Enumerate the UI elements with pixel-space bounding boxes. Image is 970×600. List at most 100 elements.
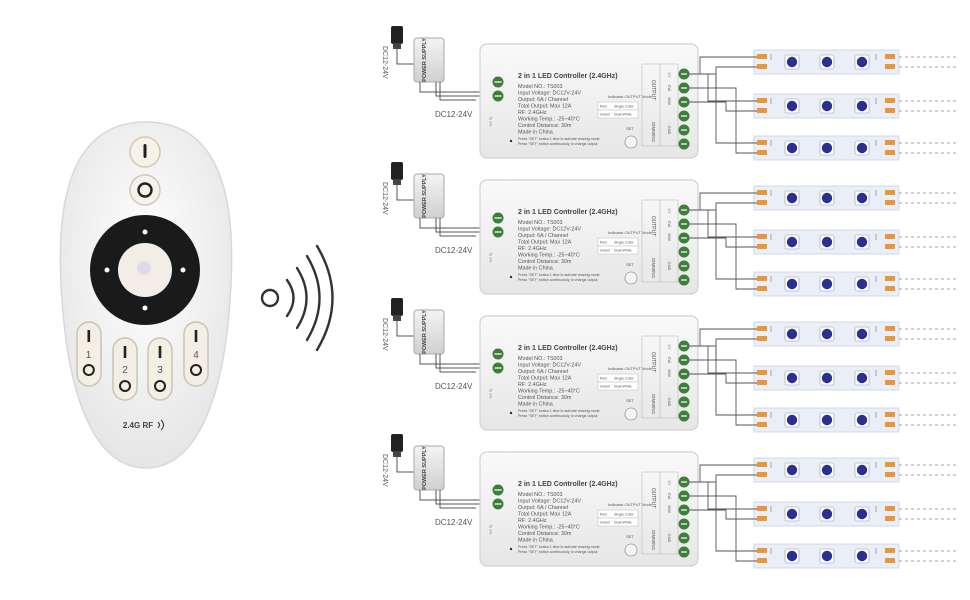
note-line: Press "SET" button 1 time to activate sh… xyxy=(518,545,600,549)
output-label: OUTPUT xyxy=(650,80,656,101)
controller-title: 2 in 1 LED Controller (2.4GHz) xyxy=(518,481,618,488)
remote-control: 1 2 3 4 2.4G RF xyxy=(59,121,233,469)
power-label: DC12-24V xyxy=(381,454,388,487)
set-button[interactable] xyxy=(624,271,638,285)
led-strip xyxy=(753,135,958,161)
spec-line: Output: 6A / Channel xyxy=(518,505,568,511)
off-button[interactable] xyxy=(129,174,161,206)
controller-row: DC12-24V POWER SUPPLY DC12-24V V+ V- 2 in 1 … xyxy=(381,434,958,569)
rf-wave-icon xyxy=(157,419,164,431)
brightness-touch-ring[interactable] xyxy=(90,215,200,325)
mode-color: Red xyxy=(600,105,607,109)
spec-line: Input Voltage: DC12V-24V xyxy=(518,363,581,369)
controller-title: 2 in 1 LED Controller (2.4GHz) xyxy=(518,73,618,80)
dc-label: DC12-24V xyxy=(435,518,473,527)
mode-color: Green xyxy=(600,249,610,253)
spec-line: Total Output: Max 12A xyxy=(518,376,572,382)
terminal-label: WW xyxy=(667,97,672,105)
mode-color: Green xyxy=(600,521,610,525)
power-plug-icon xyxy=(391,162,403,185)
gnd-label: GND xyxy=(667,262,672,271)
terminal-label: CW xyxy=(667,85,672,92)
spec-line: Control Distance: 30m xyxy=(518,123,572,129)
power-supply: POWER SUPPLY xyxy=(413,309,445,355)
spec-line: Made in China xyxy=(518,538,553,544)
spec-line: Control Distance: 30m xyxy=(518,395,572,401)
led-strip xyxy=(753,321,958,347)
dimming-label: DIMMING xyxy=(651,122,656,142)
gnd-label: GND xyxy=(667,534,672,543)
spec-line: Output: 6A / Channel xyxy=(518,233,568,239)
led-strip xyxy=(753,185,958,211)
input-label: V+ V- xyxy=(488,251,493,262)
input-label: V+ V- xyxy=(488,387,493,398)
zone-button-1[interactable]: 1 xyxy=(76,321,102,387)
mode-color: Red xyxy=(600,241,607,245)
led-controller: V+ V-2 in 1 LED Controller (2.4GHz)Model… xyxy=(479,43,699,159)
zone-button-3[interactable]: 3 xyxy=(147,337,173,401)
zone-button-2[interactable]: 2 xyxy=(112,337,138,401)
power-plug-icon xyxy=(391,434,403,457)
mode-label: Single Color xyxy=(614,513,634,517)
mode-color: Red xyxy=(600,377,607,381)
power-supply-label: POWER SUPPLY xyxy=(422,446,428,490)
dimming-label: DIMMING xyxy=(651,394,656,414)
led-strip xyxy=(753,93,958,119)
power-supply: POWER SUPPLY xyxy=(413,173,445,219)
mode-label: Dual White xyxy=(614,385,632,389)
on-button[interactable] xyxy=(129,136,161,168)
spec-line: Model NO.: TS003 xyxy=(518,356,563,362)
set-label: SET xyxy=(626,534,634,539)
mode-label: Single Color xyxy=(614,105,634,109)
mode-label: Dual White xyxy=(614,521,632,525)
mode-title: Indicator OUTPUT Mode xyxy=(608,366,653,371)
set-label: SET xyxy=(626,126,634,131)
power-plug-icon xyxy=(391,298,403,321)
output-label: OUTPUT xyxy=(650,352,656,373)
zone-label-3: 3 xyxy=(157,365,163,376)
mode-title: Indicator OUTPUT Mode xyxy=(608,94,653,99)
power-supply-label: POWER SUPPLY xyxy=(422,38,428,82)
set-label: SET xyxy=(626,398,634,403)
input-label: V+ V- xyxy=(488,523,493,534)
terminal-label: V+ xyxy=(667,208,672,214)
spec-line: Working Temp.: -25~40°C xyxy=(518,253,580,259)
gnd-label: GND xyxy=(667,398,672,407)
rf-label: 2.4G RF xyxy=(123,421,153,430)
terminal-label: WW xyxy=(667,233,672,241)
spec-line: Control Distance: 30m xyxy=(518,259,572,265)
mode-title: Indicator OUTPUT Mode xyxy=(608,502,653,507)
terminal-label: CW xyxy=(667,493,672,500)
terminal-label: V+ xyxy=(667,344,672,350)
set-button[interactable] xyxy=(624,407,638,421)
zone-button-4[interactable]: 4 xyxy=(183,321,209,387)
spec-line: Total Output: Max 12A xyxy=(518,240,572,246)
spec-line: Input Voltage: DC12V-24V xyxy=(518,91,581,97)
led-strip xyxy=(753,271,958,297)
zone-label-4: 4 xyxy=(193,350,199,361)
dimming-label: DIMMING xyxy=(651,258,656,278)
led-controller: V+ V-2 in 1 LED Controller (2.4GHz)Model… xyxy=(479,315,699,431)
mode-label: Dual White xyxy=(614,249,632,253)
set-button[interactable] xyxy=(624,135,638,149)
mode-color: Green xyxy=(600,113,610,117)
mode-color: Green xyxy=(600,385,610,389)
spec-line: Input Voltage: DC12V-24V xyxy=(518,499,581,505)
spec-line: Control Distance: 30m xyxy=(518,531,572,537)
note-line: Press "SET" button 1 time to activate sh… xyxy=(518,273,600,277)
led-strip xyxy=(753,49,958,75)
note-line: Press "SET" button continuously to chang… xyxy=(518,414,597,418)
terminal-label: V+ xyxy=(667,72,672,78)
spec-line: Model NO.: TS003 xyxy=(518,492,563,498)
set-button[interactable] xyxy=(624,543,638,557)
controller-title: 2 in 1 LED Controller (2.4GHz) xyxy=(518,209,618,216)
note-line: Press "SET" button 1 time to activate sh… xyxy=(518,409,600,413)
terminal-label: CW xyxy=(667,357,672,364)
led-strip xyxy=(753,457,958,483)
mode-label: Dual White xyxy=(614,113,632,117)
